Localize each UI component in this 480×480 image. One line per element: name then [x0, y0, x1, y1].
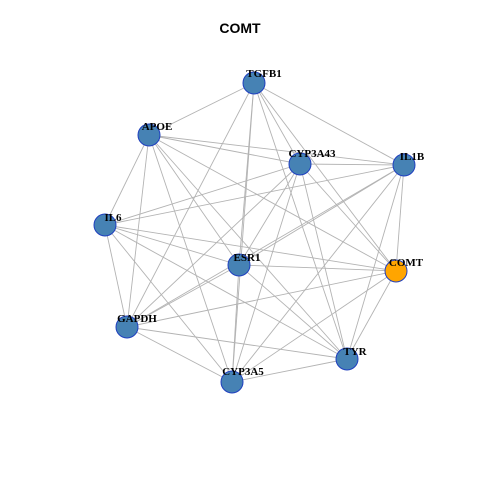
node-apoe	[137, 123, 161, 147]
edge-tgfb1-il1b	[253, 82, 405, 166]
node-label-comt: COMT	[389, 257, 424, 269]
node-label-tyr: TYR	[343, 346, 367, 358]
edge-cyp3a43-tyr	[299, 163, 348, 360]
edge-il6-comt	[104, 224, 397, 272]
node-label-il6: IL6	[104, 212, 122, 224]
edge-il6-esr1	[104, 224, 240, 266]
node-tyr	[335, 347, 359, 371]
node-cyp3a5	[220, 370, 244, 394]
edge-cyp3a43-gapdh	[126, 163, 301, 328]
node-label-gapdh: GAPDH	[117, 313, 157, 325]
node-label-esr1: ESR1	[234, 252, 261, 264]
edge-comt-cyp3a5	[231, 270, 397, 383]
edge-gapdh-cyp3a5	[126, 326, 233, 383]
edge-tgfb1-cyp3a43	[253, 82, 301, 165]
edge-tgfb1-gapdh	[126, 82, 255, 328]
edge-il1b-gapdh	[126, 164, 405, 328]
edge-il1b-comt	[395, 164, 405, 272]
diagram-title: COMT	[219, 20, 261, 36]
edge-cyp3a43-comt	[299, 163, 397, 272]
edge-tgfb1-apoe	[148, 82, 255, 136]
edge-il6-tyr	[104, 224, 348, 360]
edge-tgfb1-tyr	[253, 82, 348, 360]
node-label-apoe: APOE	[142, 121, 173, 133]
edge-apoe-il6	[104, 134, 150, 226]
edge-apoe-comt	[148, 134, 397, 272]
node-cyp3a43	[288, 152, 312, 176]
edge-cyp3a43-il6	[104, 163, 301, 226]
edge-il6-cyp3a5	[104, 224, 233, 383]
edge-apoe-il1b	[148, 134, 405, 166]
edge-il1b-esr1	[238, 164, 405, 266]
node-label-cyp3a43: CYP3A43	[288, 148, 336, 160]
edge-cyp3a43-il1b	[299, 163, 405, 166]
edge-apoe-cyp3a43	[148, 134, 301, 165]
node-label-tgfb1: TGFB1	[246, 68, 281, 80]
edge-il1b-il6	[104, 164, 405, 226]
node-esr1	[227, 253, 251, 277]
node-gapdh	[115, 315, 139, 339]
edge-comt-tyr	[346, 270, 397, 360]
edge-apoe-tyr	[148, 134, 348, 360]
node-label-il1b: IL1B	[400, 151, 425, 163]
node-comt	[384, 259, 408, 283]
edge-layer	[104, 82, 405, 383]
node-tgfb1	[242, 71, 266, 95]
edge-il1b-tyr	[346, 164, 405, 360]
edge-gapdh-tyr	[126, 326, 348, 360]
edge-il1b-cyp3a5	[231, 164, 405, 383]
edge-apoe-cyp3a5	[148, 134, 233, 383]
node-label-cyp3a5: CYP3A5	[222, 366, 264, 378]
edge-esr1-tyr	[238, 264, 348, 360]
edge-apoe-gapdh	[126, 134, 150, 328]
edge-esr1-gapdh	[126, 264, 240, 328]
node-il1b	[392, 153, 416, 177]
edge-tgfb1-cyp3a5	[231, 82, 255, 383]
edge-apoe-esr1	[148, 134, 240, 266]
edge-esr1-comt	[238, 264, 397, 272]
edge-cyp3a43-esr1	[238, 163, 301, 266]
edge-cyp3a43-cyp3a5	[231, 163, 301, 383]
edge-esr1-cyp3a5	[231, 264, 240, 383]
edge-comt-gapdh	[126, 270, 397, 328]
edge-il6-gapdh	[104, 224, 128, 328]
edge-tyr-cyp3a5	[231, 358, 348, 383]
node-il6	[93, 213, 117, 237]
edge-tgfb1-comt	[253, 82, 397, 272]
node-layer	[93, 71, 416, 394]
